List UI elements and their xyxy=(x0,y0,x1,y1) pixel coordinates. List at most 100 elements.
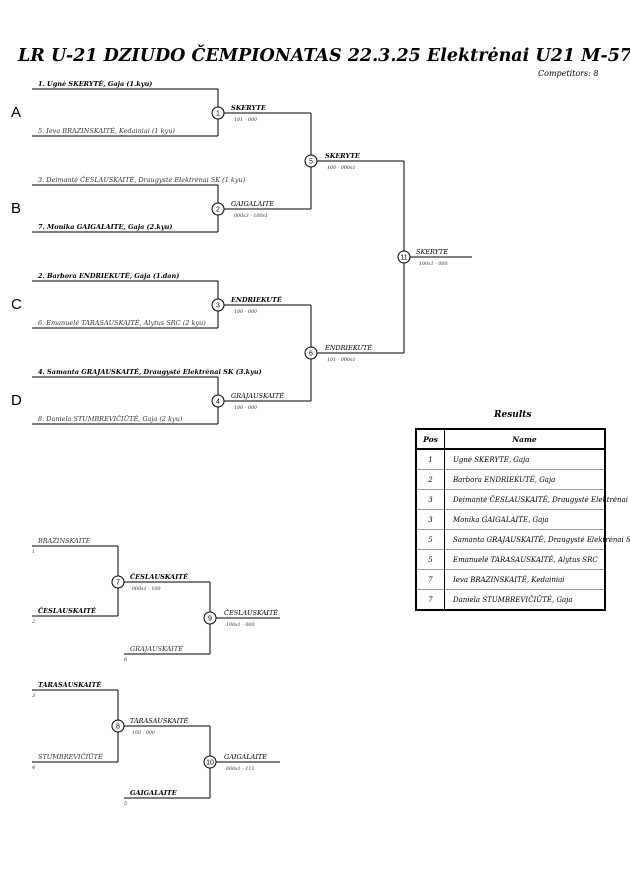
match-6-circle xyxy=(304,346,318,360)
match-4-number: 4 xyxy=(216,399,220,406)
repechage-seed: 1 xyxy=(32,549,35,555)
match-winner: ENDRIEKUTĖ xyxy=(230,295,283,304)
match-2-circle xyxy=(211,202,225,216)
repechage-name: GAIGALAITE xyxy=(130,789,178,797)
pool-label-c: C xyxy=(11,296,22,313)
repechage-name: STUMBREVIČIŪTĖ xyxy=(38,752,103,761)
repechage-seed: 2 xyxy=(31,619,35,625)
result-pos: 7 xyxy=(416,589,445,610)
entrant-name: 1. Ugnė SKERYTĖ, Gaja (1.kyu) xyxy=(38,79,152,88)
repechage-match-winner: ČESLAUSKAITĖ xyxy=(130,572,189,581)
entrant-name: 3. Deimantė ČESLAUSKAITĖ, Draugystė Elek… xyxy=(38,175,246,184)
match-9-circle xyxy=(203,611,217,625)
result-name: Samanta GRAJAUSKAITĖ, Draugystė Elektrėn… xyxy=(444,529,630,550)
pool-label-a: A xyxy=(11,104,22,121)
bronze-winner: ČESLAUSKAITĖ xyxy=(224,608,278,617)
match-10-number: 10 xyxy=(206,760,214,767)
results-header-pos: Pos xyxy=(416,429,445,450)
match-3-number: 3 xyxy=(216,303,220,310)
result-name: Deimantė ČESLAUSKAITĖ, Draugystė Elektrė… xyxy=(444,489,630,510)
match-1-number: 1 xyxy=(216,111,220,118)
match-6-number: 6 xyxy=(309,351,313,358)
result-pos: 5 xyxy=(416,529,445,550)
repechage-seed: 6 xyxy=(124,657,128,663)
match-winner: GAIGALAITE xyxy=(231,200,274,208)
result-name: Ugnė SKERYTE, Gaja xyxy=(444,448,605,470)
result-name: Barbora ENDRIEKUTĖ, Gaja xyxy=(444,469,605,490)
match-score: 101 - 000 xyxy=(234,117,257,123)
match-5-circle xyxy=(304,154,318,168)
repechage-match-winner: TARASAUSKAITĖ xyxy=(130,716,189,725)
results-header-name: Name xyxy=(444,429,605,450)
repechage-seed: 3 xyxy=(32,693,35,699)
entrant-name: 5. Ieva BRAZINSKAITĖ, Kedainiai (1 kyu) xyxy=(38,126,175,135)
match-8-circle xyxy=(111,719,125,733)
final-score: 100s1 - 000 xyxy=(419,261,448,267)
repechage-seed: 5 xyxy=(124,801,127,807)
repechage-match-score: 100 - 000 xyxy=(132,730,155,736)
competitors-count: Competitors: 8 xyxy=(538,69,599,78)
results-header-row: Pos Name xyxy=(416,429,605,450)
match-4-circle xyxy=(211,394,225,408)
pool-label-d: D xyxy=(11,392,22,409)
final-winner: SKERYTE xyxy=(416,248,448,256)
page-title: LR U-21 DZIUDO ČEMPIONATAS 22.3.25 Elekt… xyxy=(18,46,630,66)
match-winner: SKERYTE xyxy=(325,152,361,160)
match-11-circle xyxy=(397,250,411,264)
repechage-name: GRAJAUSKAITĖ xyxy=(130,644,183,653)
match-score: 100 - 000 xyxy=(234,309,257,315)
match-winner: SKERYTE xyxy=(231,104,267,112)
entrant-name: 7. Monika GAIGALAITE, Gaja (2.kyu) xyxy=(38,223,173,231)
bronze-score: 000s1 - 111 xyxy=(226,766,255,772)
match-score: 100 - 000s1 xyxy=(327,165,356,171)
match-11-number: 11 xyxy=(400,255,407,262)
result-pos: 3 xyxy=(416,489,445,510)
match-8-number: 8 xyxy=(116,724,120,731)
match-score: 100 - 000 xyxy=(234,405,257,411)
match-winner: ENDRIEKUTĖ xyxy=(324,343,372,352)
match-score: 101 - 000s1 xyxy=(327,357,356,363)
result-pos: 2 xyxy=(416,469,445,490)
repechage-name: TARASAUSKAITĖ xyxy=(38,680,102,689)
repechage-seed: 4 xyxy=(31,765,35,771)
match-3-circle xyxy=(211,298,225,312)
results-title: Results xyxy=(494,410,532,420)
result-pos: 7 xyxy=(416,569,445,590)
entrant-name: 8. Daniela STUMBREVIČIŪTĖ, Gaja (2 kyu) xyxy=(38,414,183,423)
match-10-circle xyxy=(203,755,217,769)
match-score: 000s3 - 100s1 xyxy=(234,213,268,219)
result-name: Emanuelė TARASAUSKAITĖ, Alytus SRC xyxy=(444,549,605,570)
repechage-name: ČESLAUSKAITĖ xyxy=(38,606,97,615)
match-7-circle xyxy=(111,575,125,589)
entrant-name: 4. Samanta GRAJAUSKAITĖ, Draugystė Elekt… xyxy=(38,367,262,376)
bronze-score: 100s1 - 000 xyxy=(226,622,255,628)
match-5-number: 5 xyxy=(309,159,313,166)
match-winner: GRAJAUSKAITĖ xyxy=(231,391,284,400)
pool-label-b: B xyxy=(11,200,22,217)
result-pos: 1 xyxy=(416,448,445,470)
bronze-winner: GAIGALAITE xyxy=(224,753,267,761)
result-pos: 3 xyxy=(416,509,445,530)
match-1-circle xyxy=(211,106,225,120)
match-2-number: 2 xyxy=(216,207,220,214)
result-name: Monika GAIGALAITE, Gaja xyxy=(444,509,605,530)
result-name: Daniela STUMBREVIČIŪTĖ, Gaja xyxy=(444,589,605,610)
result-name: Ieva BRAZINSKAITĖ, Kedainiai xyxy=(444,569,605,590)
entrant-name: 6. Emanuelė TARASAUSKAITĖ, Alytus SRC (2… xyxy=(38,318,206,327)
repechage-name: BRAZINSKAITĖ xyxy=(37,536,91,545)
result-pos: 5 xyxy=(416,549,445,570)
entrant-name: 2. Barbora ENDRIEKUTĖ, Gaja (1.dan) xyxy=(37,271,179,280)
match-7-number: 7 xyxy=(116,580,120,587)
repechage-match-score: 000s1 - 100 xyxy=(132,586,161,592)
match-9-number: 9 xyxy=(208,616,212,623)
